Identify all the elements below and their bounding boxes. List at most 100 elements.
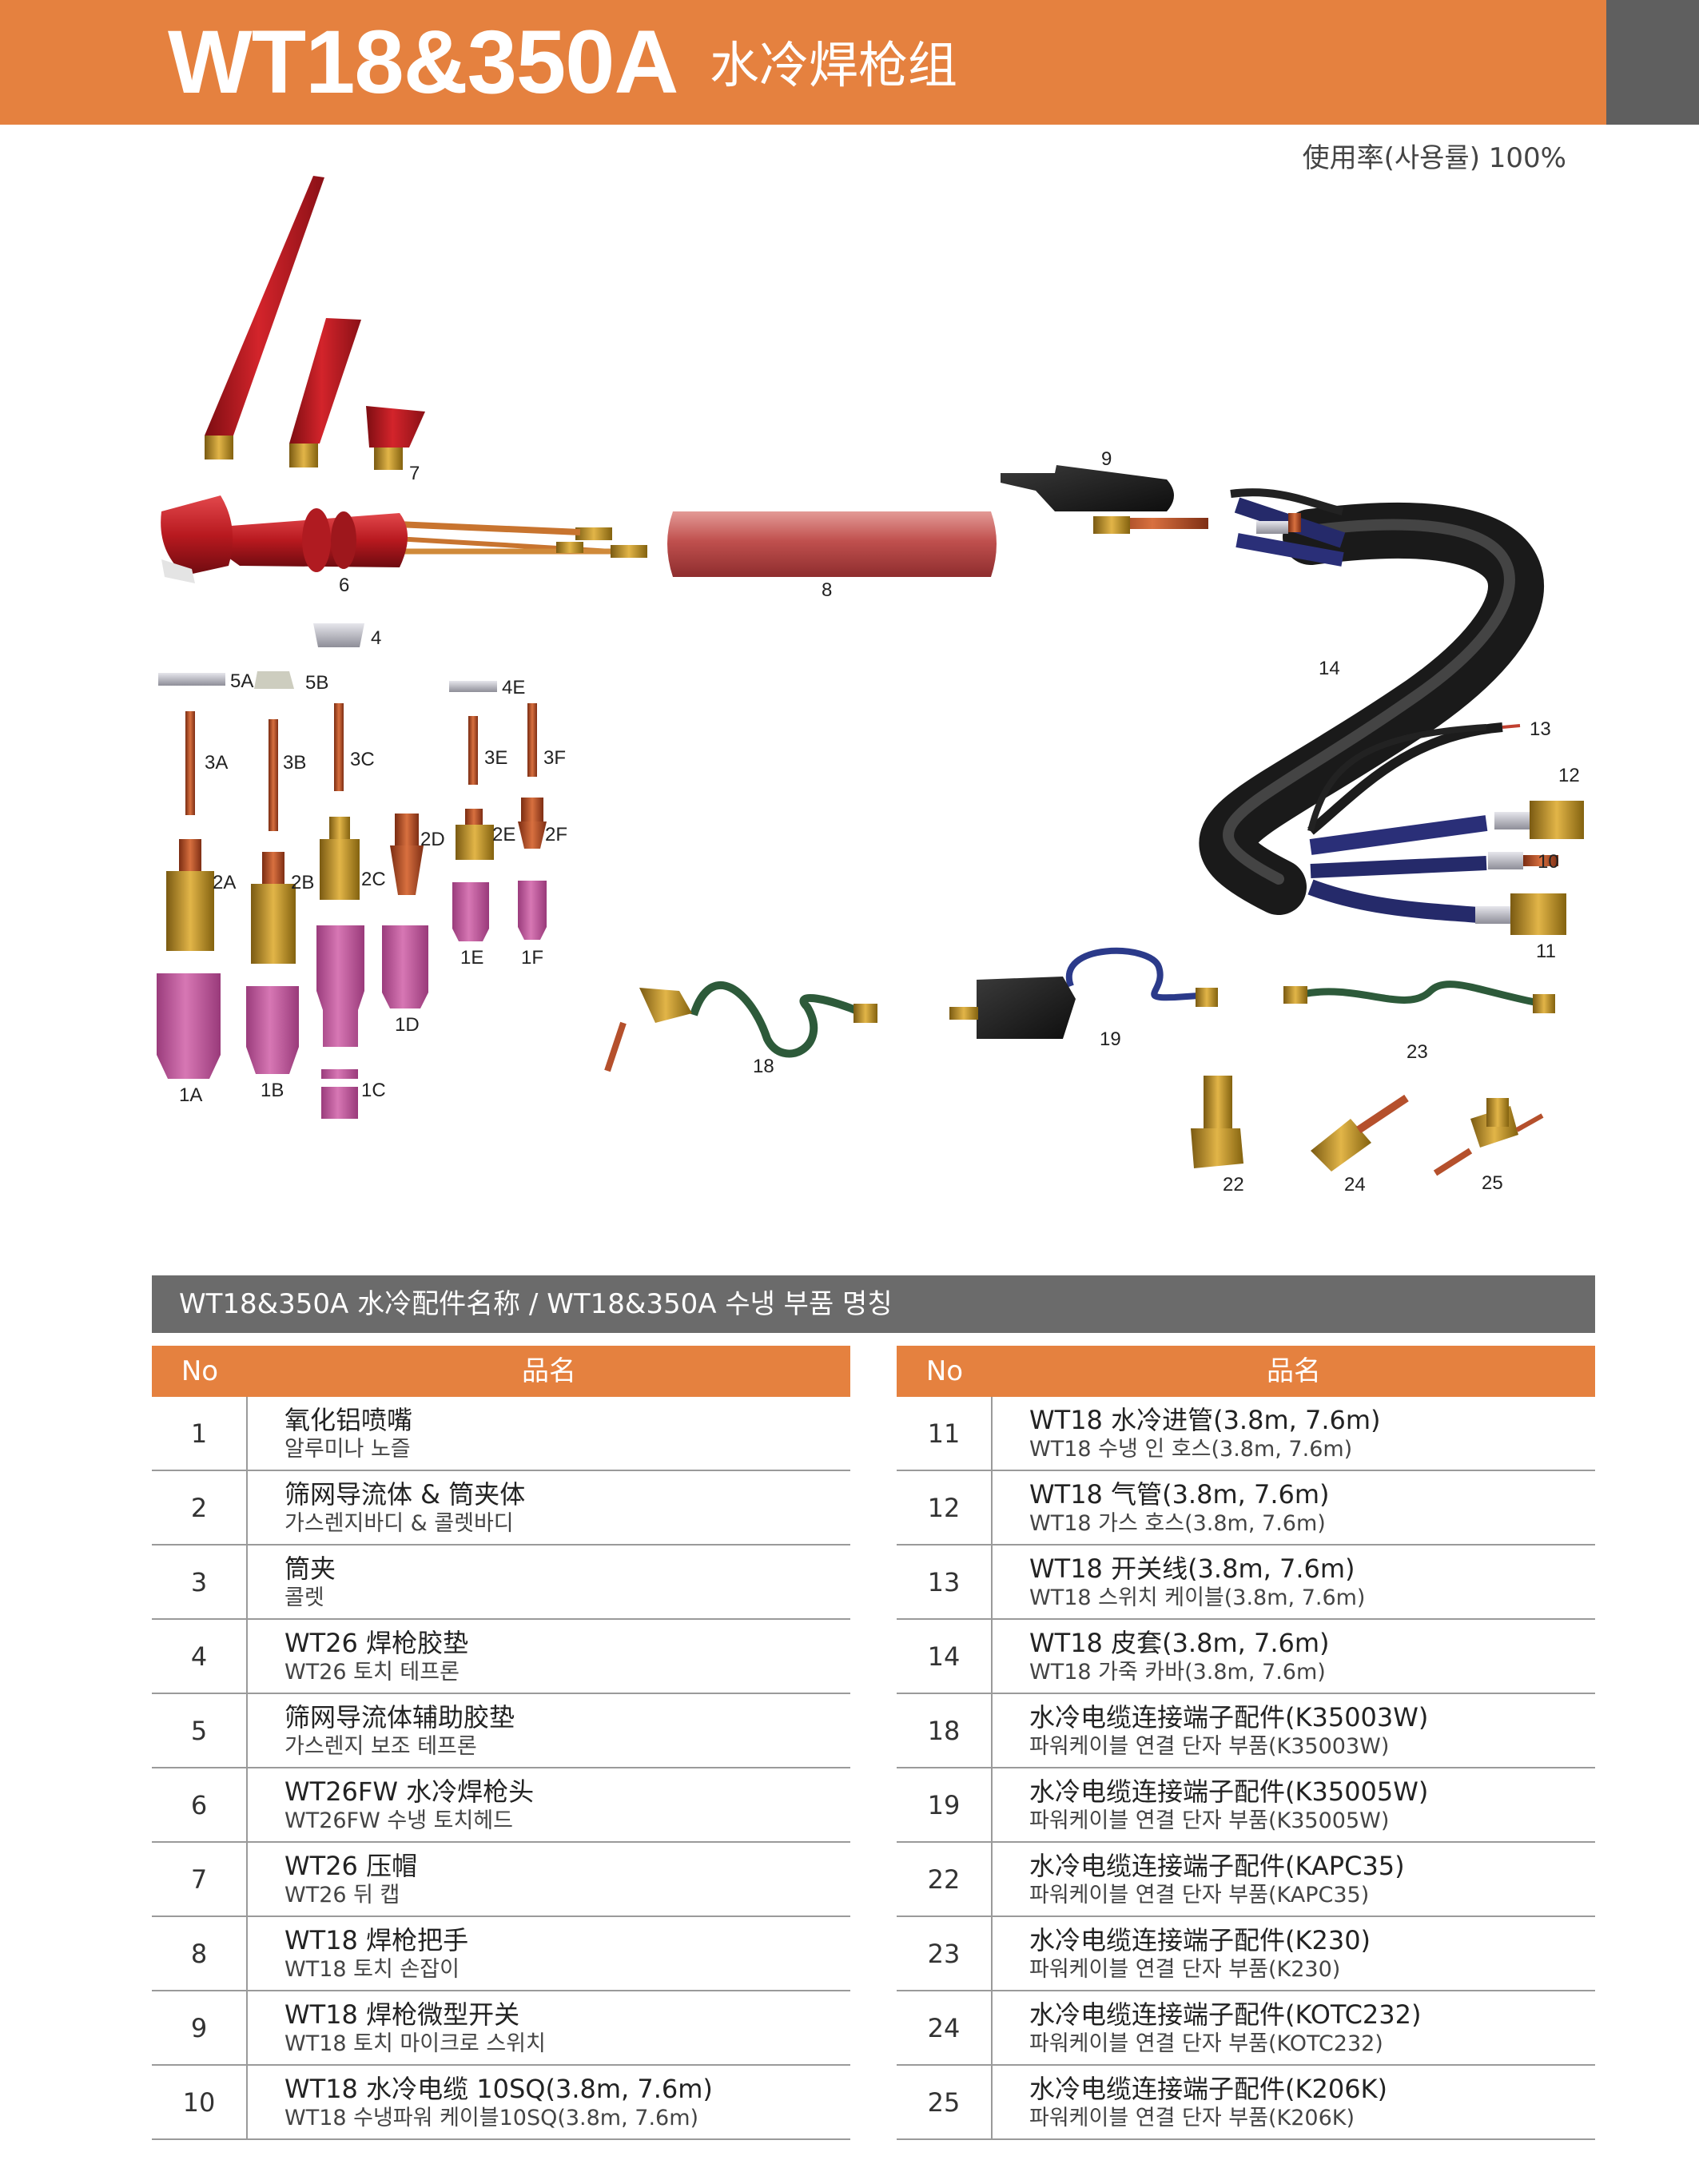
gas-lens-gasket-5a xyxy=(158,673,225,686)
callout-2a: 2A xyxy=(213,872,236,893)
part-name: 水冷电缆连接端子配件(KAPC35)파워케이블 연결 단자 부품(KAPC35) xyxy=(993,1843,1595,1915)
connector-19 xyxy=(949,947,1218,1039)
table-row: 11 WT18 水冷进管(3.8m, 7.6m)WT18 수냉 인 호스(3.8m… xyxy=(897,1397,1595,1471)
callout-24: 24 xyxy=(1344,1174,1366,1195)
collet-body-2c xyxy=(320,817,360,900)
hose-bundle-bottom xyxy=(1307,722,1584,935)
part-number: 14 xyxy=(897,1620,993,1693)
part-name-korean: 알루미나 노즐 xyxy=(284,1436,411,1462)
part-name-chinese: 水冷电缆连接端子配件(K35005W) xyxy=(1029,1776,1429,1807)
part-number: 22 xyxy=(897,1843,993,1915)
callout-8: 8 xyxy=(822,579,832,601)
table-header: No 品名 xyxy=(152,1346,850,1397)
part-name: WT18 皮套(3.8m, 7.6m)WT18 가죽 카바(3.8m, 7.6m… xyxy=(993,1620,1595,1693)
nozzle-1d xyxy=(382,925,428,1008)
part-number: 3 xyxy=(152,1546,248,1618)
callout-1e: 1E xyxy=(460,947,483,969)
part-name-korean: 파워케이블 연결 단자 부품(K35003W) xyxy=(1029,1733,1390,1759)
callout-2c: 2C xyxy=(361,869,386,890)
parts-section-title: WT18&350A 水冷配件名称 / WT18&350A 수냉 부품 명칭 xyxy=(179,1288,893,1320)
part-name-korean: WT26 토치 테프론 xyxy=(284,1659,460,1685)
column-header-name: 品名 xyxy=(522,1355,576,1387)
gas-lens-gasket-5b xyxy=(254,671,294,689)
part-name-chinese: WT26 焊枪胶垫 xyxy=(284,1627,469,1658)
connector-22 xyxy=(1191,1076,1243,1168)
nozzle-1e xyxy=(452,882,489,941)
part-number: 7 xyxy=(152,1843,248,1915)
part-name-korean: WT26FW 수냉 토치헤드 xyxy=(284,1808,513,1833)
part-number: 24 xyxy=(897,1991,993,2064)
parts-diagram: 9 7 6 8 4 5A 5B 4E 3A 3B 3C 3E 3F 2A 2B … xyxy=(157,176,1584,1195)
callout-4e: 4E xyxy=(502,677,525,698)
part-number: 25 xyxy=(897,2066,993,2138)
callout-23: 23 xyxy=(1407,1041,1428,1063)
callout-1c: 1C xyxy=(361,1080,386,1101)
part-name-korean: 가스렌지 보조 테프론 xyxy=(284,1733,477,1759)
collet-3e xyxy=(468,716,478,785)
part-name: 水冷电缆连接端子配件(KOTC232)파워케이블 연결 단자 부품(KOTC23… xyxy=(993,1991,1595,2064)
callout-2e: 2E xyxy=(492,824,515,845)
header-bar xyxy=(0,0,1606,125)
column-header-no: No xyxy=(925,1355,964,1387)
nozzle-1a xyxy=(157,973,221,1079)
part-number: 2 xyxy=(152,1471,248,1544)
part-number: 8 xyxy=(152,1917,248,1990)
callout-3f: 3F xyxy=(543,747,566,769)
column-header-name: 品名 xyxy=(1267,1355,1321,1387)
part-name-chinese: WT18 焊枪微型开关 xyxy=(284,1999,520,2030)
part-name-korean: WT18 토치 손잡이 xyxy=(284,1956,460,1982)
part-number: 11 xyxy=(897,1397,993,1470)
part-name-korean: 파워케이블 연결 단자 부품(K35005W) xyxy=(1029,1808,1390,1833)
part-name-korean: WT18 토치 마이크로 스위치 xyxy=(284,2031,546,2056)
part-name-korean: WT18 수냉파워 케이블10SQ(3.8m, 7.6m) xyxy=(284,2105,699,2130)
part-name-chinese: WT18 水冷进管(3.8m, 7.6m) xyxy=(1029,1404,1381,1435)
callout-7: 7 xyxy=(409,463,420,484)
gasket-4e xyxy=(449,681,497,692)
back-cap-long xyxy=(205,176,324,459)
connector-18 xyxy=(604,981,877,1072)
parts-section-header: WT18&350A 水冷配件名称 / WT18&350A 수냉 부품 명칭 xyxy=(152,1275,1595,1333)
gas-lens-2b xyxy=(251,852,296,964)
part-name-korean: WT18 스위치 케이블(3.8m, 7.6m) xyxy=(1029,1585,1366,1610)
part-name-chinese: 筛网导流体 & 筒夹体 xyxy=(284,1478,526,1510)
part-name: 水冷电缆连接端子配件(K206K)파워케이블 연결 단자 부품(K206K) xyxy=(993,2066,1595,2138)
part-name-korean: 파워케이블 연결 단자 부품(K230) xyxy=(1029,1956,1341,1982)
part-name-chinese: 水冷电缆连接端子配件(K35003W) xyxy=(1029,1701,1429,1732)
callout-25: 25 xyxy=(1482,1172,1503,1194)
callout-1a: 1A xyxy=(179,1084,202,1106)
part-name-korean: 파워케이블 연결 단자 부품(KOTC232) xyxy=(1029,2031,1383,2056)
part-name: WT18 水冷电缆 10SQ(3.8m, 7.6m)WT18 수냉파워 케이블1… xyxy=(248,2066,850,2138)
callout-1d: 1D xyxy=(395,1014,420,1036)
part-name-korean: WT18 수냉 인 호스(3.8m, 7.6m) xyxy=(1029,1436,1353,1462)
micro-switch xyxy=(1001,465,1208,534)
callout-9: 9 xyxy=(1101,448,1112,470)
callout-3c: 3C xyxy=(350,749,375,770)
callout-2f: 2F xyxy=(545,824,567,845)
part-number: 12 xyxy=(897,1471,993,1544)
collet-3c xyxy=(334,703,344,791)
callout-18: 18 xyxy=(753,1056,774,1077)
callout-1f: 1F xyxy=(521,947,543,969)
part-name-chinese: WT18 水冷电缆 10SQ(3.8m, 7.6m) xyxy=(284,2073,713,2104)
hose-bundle-top xyxy=(1230,488,1346,567)
parts-table-right: No 品名 11 WT18 水冷进管(3.8m, 7.6m)WT18 수냉 인 호… xyxy=(897,1346,1595,2140)
nozzle-1b xyxy=(246,986,299,1074)
part-name: WT18 气管(3.8m, 7.6m)WT18 가스 호스(3.8m, 7.6m… xyxy=(993,1471,1595,1544)
part-number: 4 xyxy=(152,1620,248,1693)
